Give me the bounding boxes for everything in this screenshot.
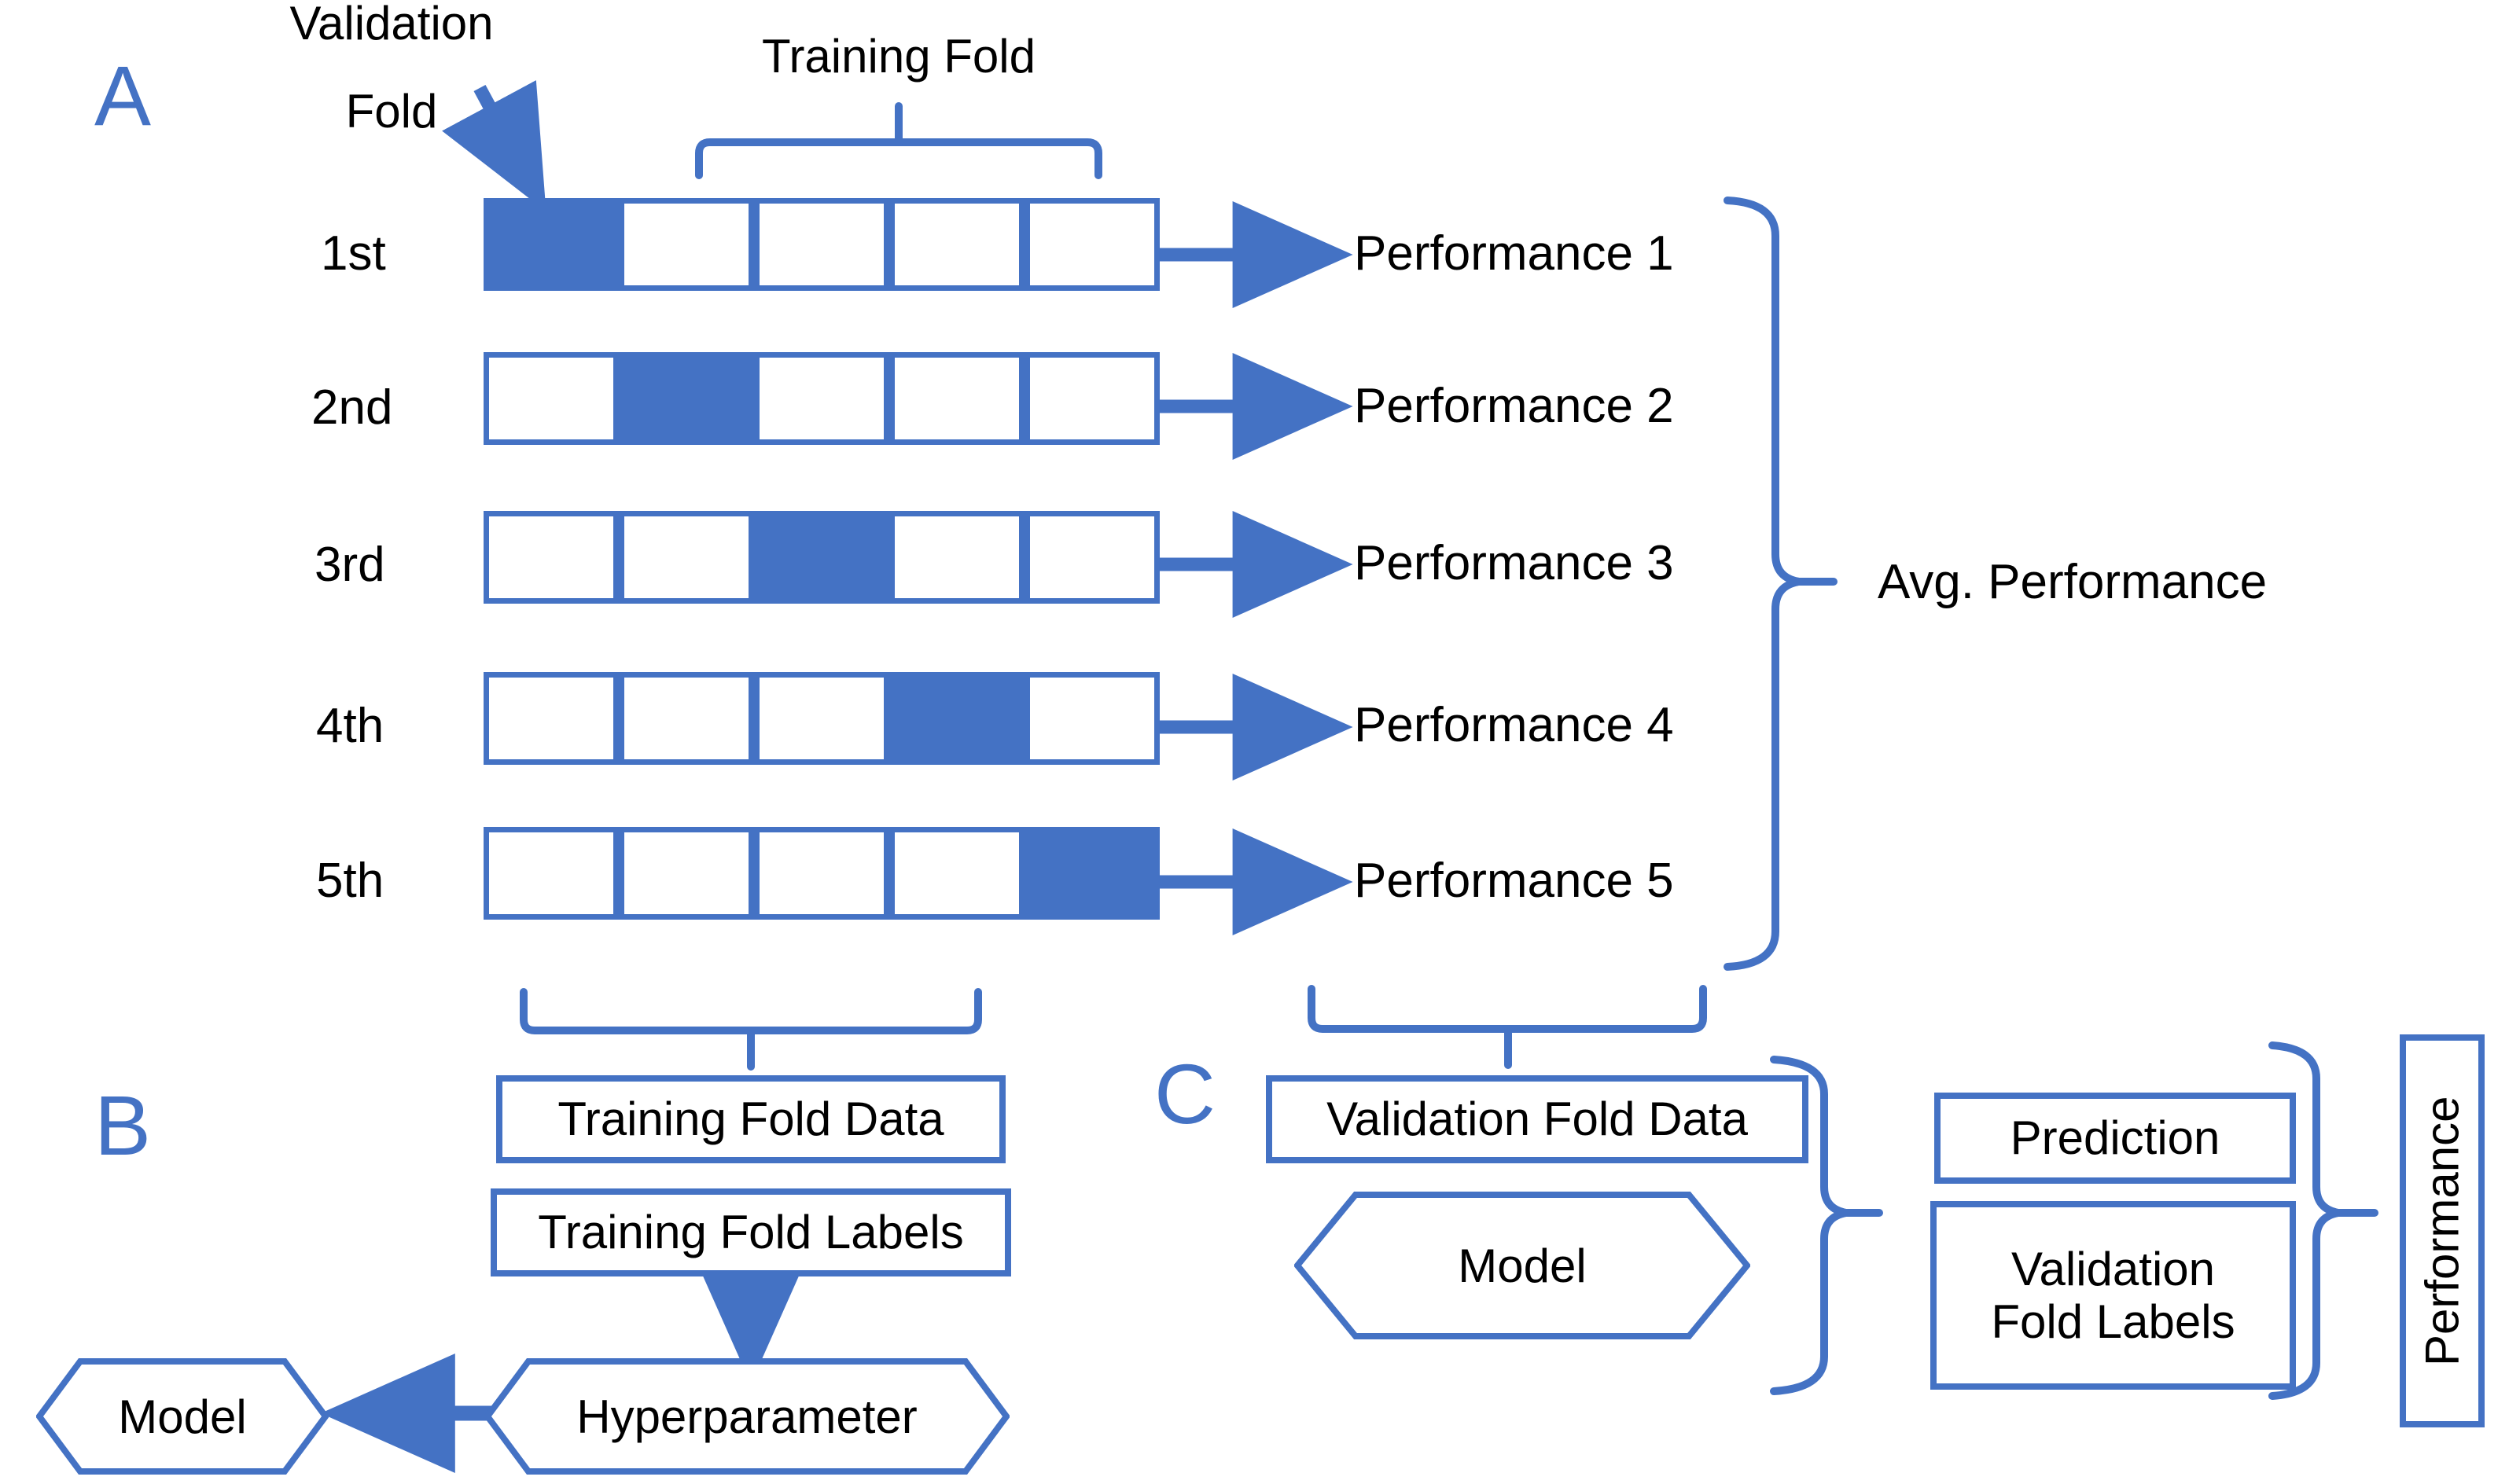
fold-cell-r5c3[interactable]: [754, 827, 889, 920]
fold-cell-r3c1[interactable]: [484, 511, 619, 604]
performance-label-1: Performance 1: [1354, 226, 1674, 281]
fold-cell-r4c1[interactable]: [484, 672, 619, 765]
row-label-1: 1st: [321, 226, 386, 281]
validation-fold-labels-box[interactable]: Validation Fold Labels: [1930, 1201, 2296, 1390]
fold-cell-r3c5[interactable]: [1025, 511, 1160, 604]
training-fold-label: Training Fold: [762, 30, 1036, 83]
fold-cell-r4c3[interactable]: [754, 672, 889, 765]
row-label-4: 4th: [316, 699, 384, 753]
panel-letter-a: A: [94, 48, 152, 143]
fold-cell-r1c3[interactable]: [754, 198, 889, 291]
validation-fold-bottom-bracket: [1308, 985, 1707, 1069]
performance-label-3: Performance 3: [1354, 536, 1674, 590]
fold-cell-r2c2-validation[interactable]: [619, 352, 754, 445]
fold-cell-r1c4[interactable]: [889, 198, 1025, 291]
fold-cell-r2c5[interactable]: [1025, 352, 1160, 445]
hyperparameter-label: Hyperparameter: [576, 1390, 918, 1443]
validation-fold-labels-line1: Validation: [2010, 1242, 2216, 1295]
row-label-2: 2nd: [311, 380, 393, 435]
validation-fold-labels-line2: Fold Labels: [1991, 1295, 2235, 1348]
row-label-3: 3rd: [315, 538, 385, 592]
training-fold-labels-box[interactable]: Training Fold Labels: [491, 1188, 1011, 1276]
model-hexagon-b[interactable]: Model: [35, 1358, 329, 1475]
performance-label-5: Performance 5: [1354, 854, 1674, 908]
performance-label-4: Performance 4: [1354, 698, 1674, 752]
validation-fold-label-line1: Validation: [289, 0, 494, 50]
fold-cell-r1c1-validation[interactable]: [484, 198, 619, 291]
fold-cell-r3c3-validation[interactable]: [754, 511, 889, 604]
fold-cell-r5c4[interactable]: [889, 827, 1025, 920]
prediction-box[interactable]: Prediction: [1934, 1093, 2296, 1184]
fold-cell-r4c2[interactable]: [619, 672, 754, 765]
fold-cell-r3c2[interactable]: [619, 511, 754, 604]
model-hexagon-c[interactable]: Model: [1293, 1192, 1752, 1339]
fold-cell-r4c4-validation[interactable]: [889, 672, 1025, 765]
model-label-c: Model: [1458, 1239, 1587, 1292]
row-label-5: 5th: [316, 854, 384, 908]
fold-cell-r5c1[interactable]: [484, 827, 619, 920]
fold-cell-r1c2[interactable]: [619, 198, 754, 291]
performance-box-c[interactable]: Performance: [2400, 1034, 2485, 1427]
avg-performance-bracket: [1724, 197, 1838, 971]
row-performance-arrows: [1157, 201, 1353, 935]
performance-label-2: Performance 2: [1354, 379, 1674, 433]
fold-cell-r4c5[interactable]: [1025, 672, 1160, 765]
fold-cell-r2c1[interactable]: [484, 352, 619, 445]
fold-cell-r5c2[interactable]: [619, 827, 754, 920]
training-fold-bracket: [695, 102, 1102, 179]
fold-cell-r1c5[interactable]: [1025, 198, 1160, 291]
fold-cell-r5c5-validation[interactable]: [1025, 827, 1160, 920]
fold-cell-r2c4[interactable]: [889, 352, 1025, 445]
avg-performance-label: Avg. Performance: [1878, 555, 2268, 609]
training-fold-bottom-bracket: [520, 988, 982, 1071]
fold-cell-r3c4[interactable]: [889, 511, 1025, 604]
panel-letter-c: C: [1154, 1046, 1216, 1141]
panel-letter-b: B: [94, 1078, 152, 1173]
hyperparameter-hexagon[interactable]: Hyperparameter: [484, 1358, 1010, 1475]
model-label-b: Model: [118, 1390, 247, 1443]
validation-fold-label-line2: Fold: [345, 85, 438, 138]
validation-fold-data-box[interactable]: Validation Fold Data: [1266, 1075, 1808, 1163]
fold-cell-r2c3[interactable]: [754, 352, 889, 445]
training-fold-data-box[interactable]: Training Fold Data: [496, 1075, 1006, 1163]
